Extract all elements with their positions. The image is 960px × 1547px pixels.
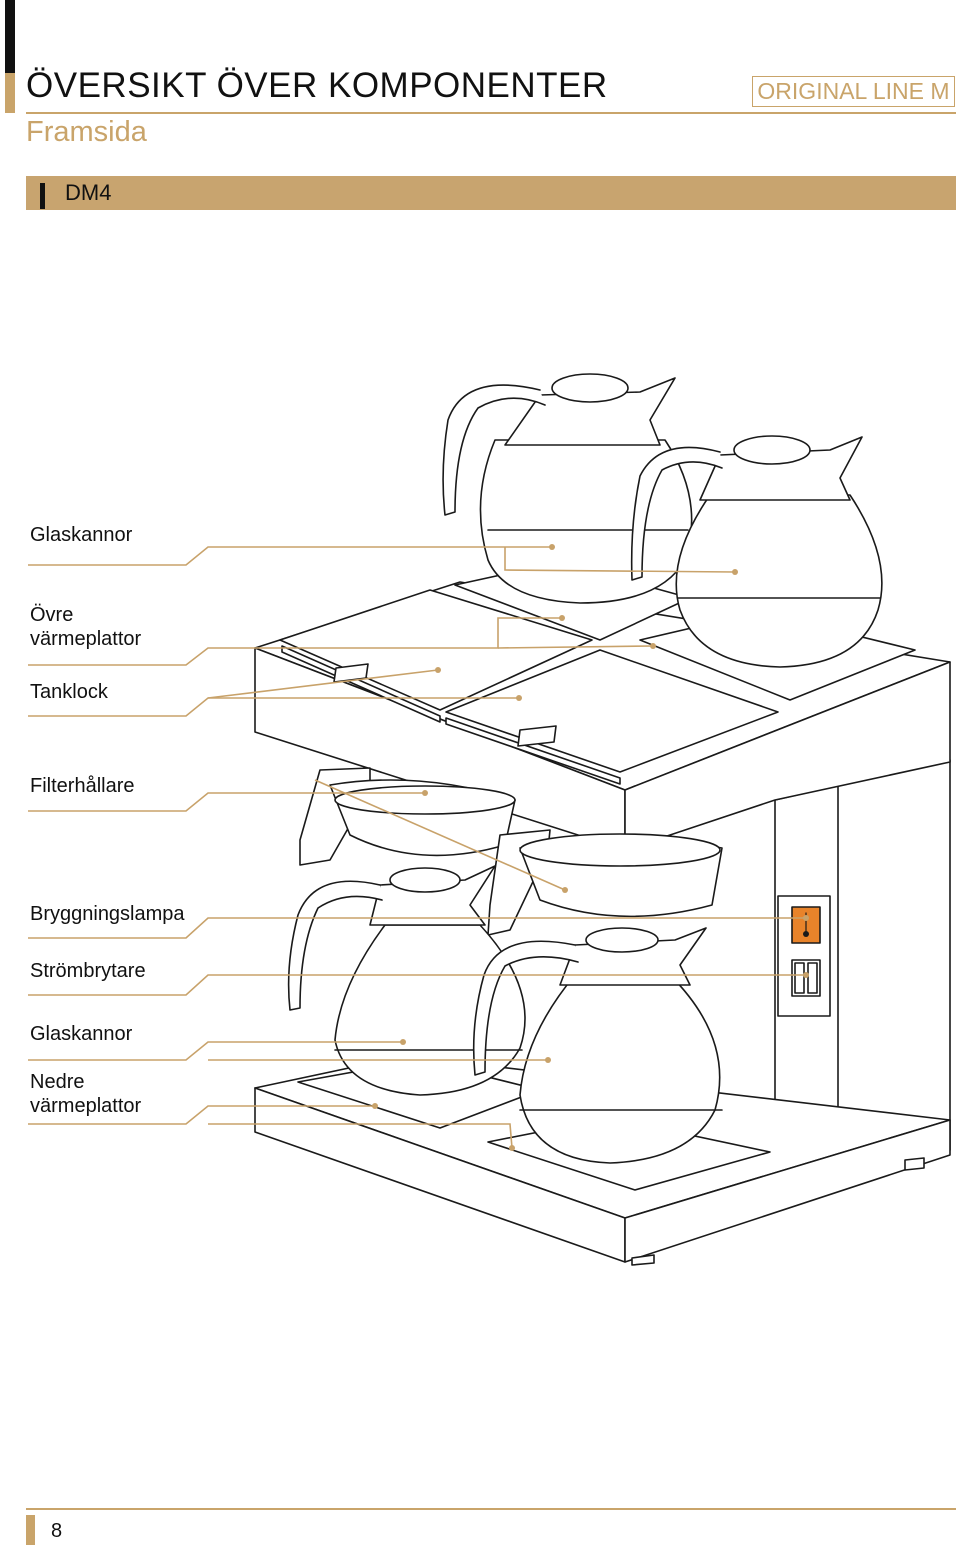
footer-marker [26,1515,35,1545]
callout-strombrytare: Strömbrytare [30,960,146,982]
section-title: DM4 [65,180,112,205]
callout-filterhallare: Filterhållare [30,775,135,797]
callout-tanklock: Tanklock [30,681,108,703]
callout-glaskannor-lower: Glaskannor [30,1023,133,1045]
product-line-badge: ORIGINAL LINE M [752,76,955,107]
callout-ovre-varmeplattor: Övre värmeplattor [30,604,142,650]
callout-glaskannor-upper: Glaskannor [30,524,133,546]
callout-nedre-varmeplattor: Nedre värmeplattor [30,1071,142,1117]
page-subtitle: Framsida [26,116,147,148]
section-marker [40,183,45,209]
footer-rule [26,1508,956,1510]
page-title: ÖVERSIKT ÖVER KOMPONENTER [26,66,608,105]
header-rule [26,112,956,114]
callout-bryggningslampa: Bryggningslampa [30,903,185,925]
section-bar [26,176,956,210]
header-accent-bar-black [5,0,15,73]
header-accent-bar-gold [5,73,15,113]
page-number: 8 [51,1520,63,1542]
